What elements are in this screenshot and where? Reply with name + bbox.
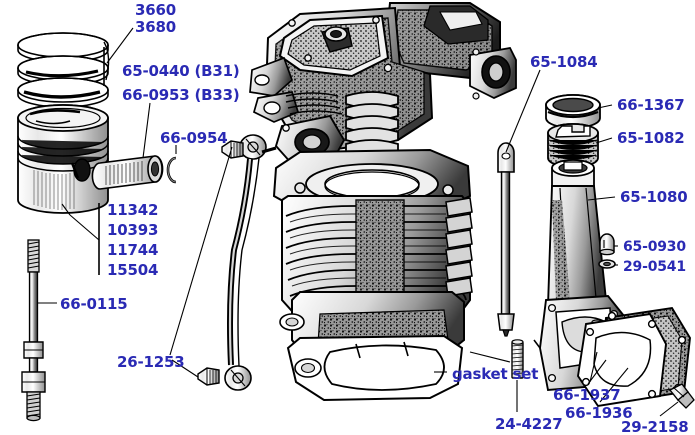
label-65-1082: 65-1082: [617, 129, 685, 147]
gudgeon-pin-illustration: [91, 155, 164, 190]
label-29-2158: 29-2158: [621, 418, 689, 435]
label-65-1084: 65-1084: [530, 53, 598, 71]
label-66-1936: 66-1936: [565, 404, 633, 422]
label-65-1080: 65-1080: [620, 188, 688, 206]
label-11744: 11744: [107, 241, 159, 259]
screw-illustration: [668, 383, 695, 409]
oil-feed-pipe-illustration: [197, 134, 267, 391]
label-66-0954: 66-0954: [160, 129, 228, 147]
label-11342: 11342: [107, 201, 159, 219]
label-15504: 15504: [107, 261, 159, 279]
pushrod-illustration: [497, 142, 515, 337]
label-66-0953: 66-0953 (B33): [122, 86, 240, 104]
piston-ring-set-illustration: [17, 32, 110, 108]
piston-illustration: [17, 104, 109, 214]
label-10393: 10393: [107, 221, 159, 239]
label-26-1253: 26-1253: [117, 353, 185, 371]
nut-washer-illustration: [598, 233, 616, 269]
leader-lines: [38, 27, 679, 417]
label-24-4227: 24-4227: [495, 415, 563, 433]
label-65-0440: 65-0440 (B31): [122, 62, 240, 80]
label-66-1937: 66-1937: [553, 386, 621, 404]
label-66-0115: 66-0115: [60, 295, 128, 313]
label-29-0541: 29-0541: [623, 259, 686, 275]
cylinder-head-illustration: [249, 2, 517, 402]
circlip-illustration: [166, 156, 177, 184]
label-65-0930: 65-0930: [623, 239, 686, 255]
cylinder-stud-illustration: [21, 239, 46, 422]
label-66-1367: 66-1367: [617, 96, 685, 114]
label-gasket-set: gasket set: [452, 365, 539, 383]
label-3660: 3660: [135, 1, 176, 19]
label-3680: 3680: [135, 18, 176, 36]
